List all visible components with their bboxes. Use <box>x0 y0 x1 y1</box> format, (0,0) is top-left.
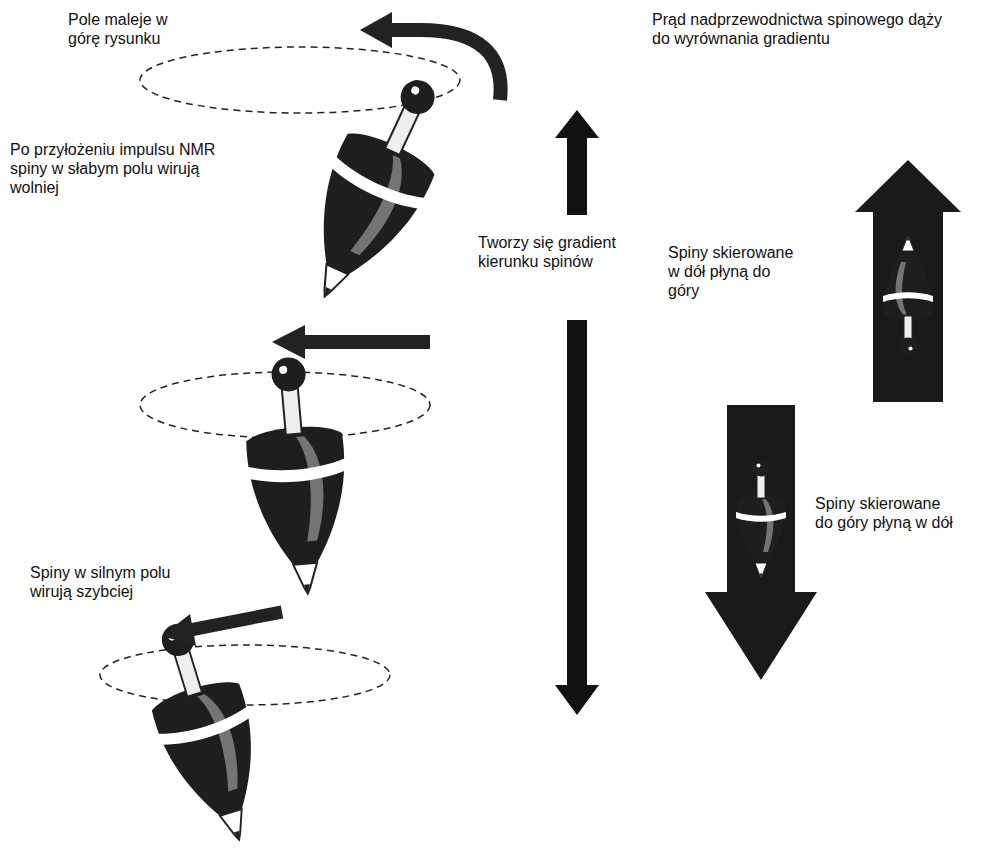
label: Prąd nadprzewodnictwa spinowego dąży do … <box>652 10 942 48</box>
orbit-ellipse <box>100 645 390 705</box>
spinning-top <box>883 236 933 355</box>
spinning-top <box>237 353 357 598</box>
arrow-head <box>272 325 305 359</box>
rotation-arrow <box>300 335 430 349</box>
label: Pole maleje w górę rysunku <box>68 10 203 48</box>
arrow-head <box>162 614 196 646</box>
rotation-arrow <box>385 30 501 100</box>
rotation-arrow <box>190 612 282 630</box>
label: Po przyłożeniu impulsu NMR spiny w słaby… <box>10 140 232 198</box>
label: Spiny skierowane do góry płyną w dół <box>815 494 955 532</box>
flow-arrow <box>855 160 961 402</box>
label: Spiny w silnym polu wirują szybciej <box>30 563 208 601</box>
gradient-arrow <box>555 320 599 715</box>
spinning-top <box>279 61 470 318</box>
label: Tworzy się gradient kierunku spinów <box>478 233 628 271</box>
spinning-top <box>736 460 786 579</box>
flow-arrow <box>705 405 817 680</box>
gradient-arrow <box>555 110 599 215</box>
label: Spiny skierowane w dół płyną do góry <box>668 243 803 301</box>
spinning-top <box>128 611 285 854</box>
arrow-head <box>360 12 392 48</box>
